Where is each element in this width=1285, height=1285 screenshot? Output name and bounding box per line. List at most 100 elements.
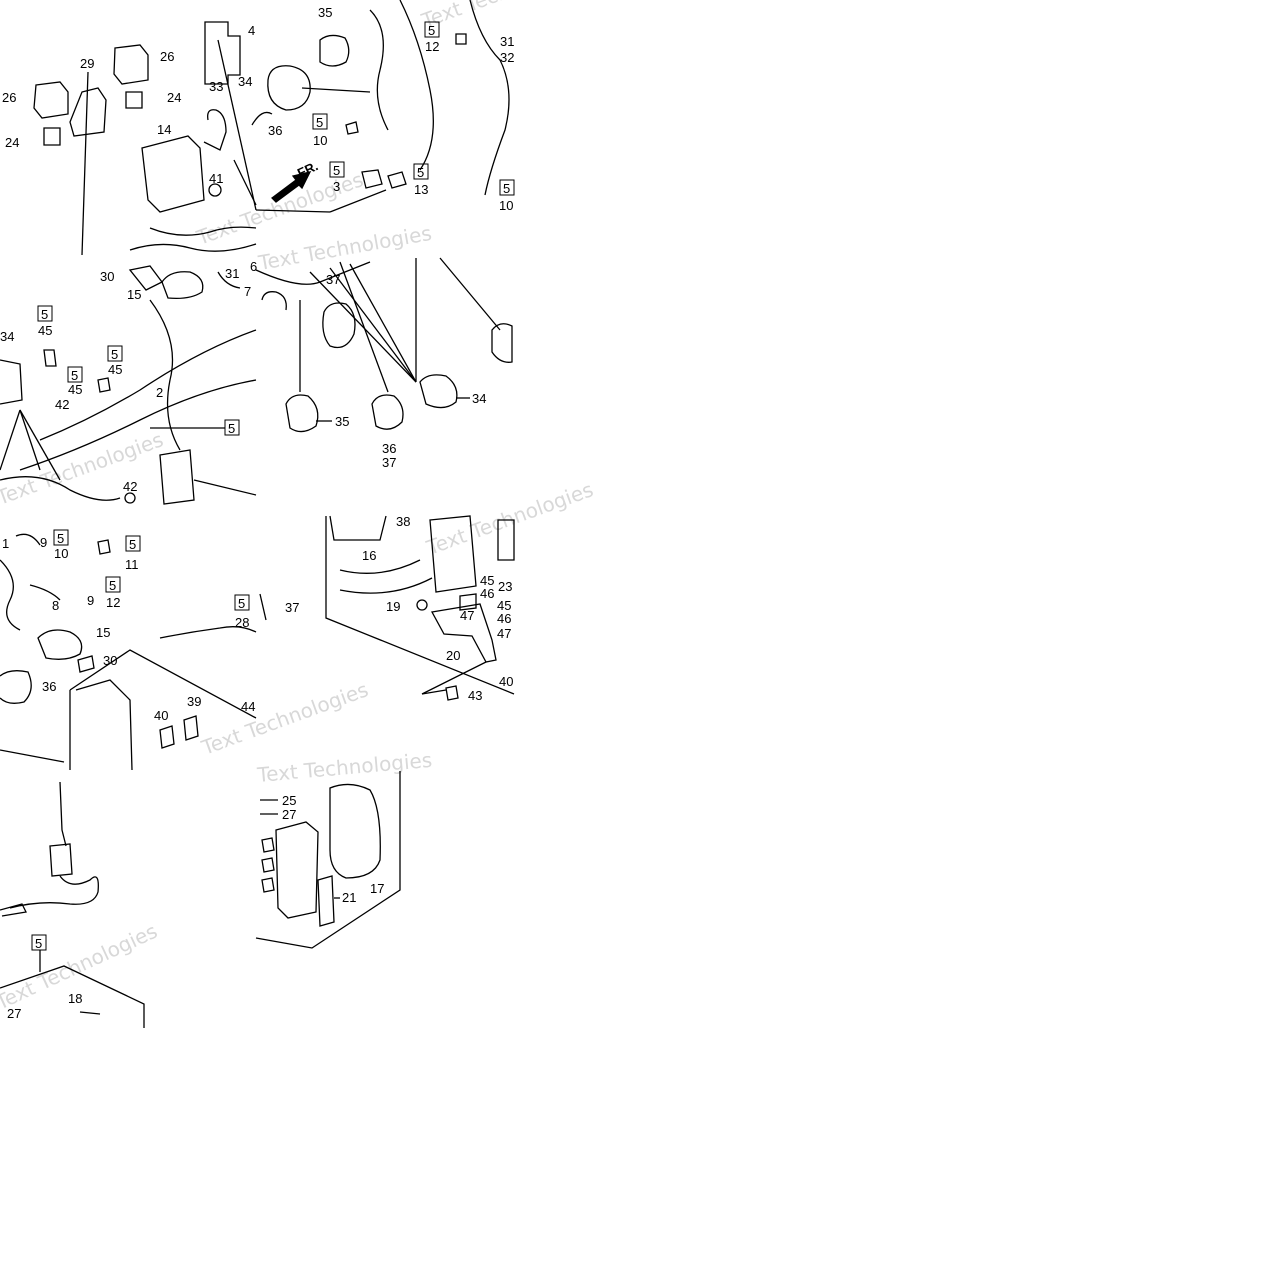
control-unit-group bbox=[259, 515, 515, 701]
harness-wire bbox=[469, 0, 510, 196]
part-label: 11 bbox=[125, 557, 139, 572]
part-label: 45 bbox=[38, 323, 52, 338]
part-label: 39 bbox=[187, 694, 201, 709]
part-label: 31 bbox=[225, 266, 239, 281]
part-label: 36 bbox=[268, 123, 282, 138]
relay-cover bbox=[275, 821, 319, 919]
bracket-part bbox=[69, 87, 107, 137]
boxed-marker: 5 bbox=[105, 576, 121, 593]
box-outline bbox=[75, 679, 133, 771]
clamp-part bbox=[491, 323, 513, 363]
part-label: 24 bbox=[5, 135, 19, 150]
connector-part bbox=[459, 593, 477, 611]
part-label: 10 bbox=[54, 546, 68, 561]
part-label: 4 bbox=[248, 23, 255, 38]
box-outline bbox=[325, 516, 515, 695]
harness-wire bbox=[339, 559, 421, 574]
harness-wire bbox=[369, 9, 389, 131]
part-label: 3 bbox=[333, 179, 340, 194]
svg-text:5: 5 bbox=[316, 115, 323, 130]
leader-line bbox=[19, 409, 41, 471]
part-label: 34 bbox=[472, 391, 486, 406]
part-label: 1 bbox=[2, 536, 9, 551]
clamp-part bbox=[285, 394, 319, 433]
connector-box-group bbox=[0, 533, 257, 771]
connector-part bbox=[183, 715, 199, 741]
part-label: 8 bbox=[52, 598, 59, 613]
part-label: 14 bbox=[157, 122, 171, 137]
boxed-marker: 5 bbox=[424, 21, 440, 38]
part-label: 21 bbox=[342, 890, 356, 905]
boxed-marker: 5 bbox=[31, 934, 47, 951]
harness-wire bbox=[19, 379, 257, 471]
part-label: 31 bbox=[500, 34, 514, 49]
boxed-markers: 5 5 5 5 5 5 5 5 5 5 5 5 5 5 bbox=[31, 21, 515, 951]
leader-line bbox=[329, 189, 387, 213]
part-label: 28 bbox=[235, 615, 249, 630]
part-label: 10 bbox=[499, 198, 513, 213]
part-label: 26 bbox=[2, 90, 16, 105]
nut-part bbox=[208, 183, 222, 197]
part-label: 35 bbox=[335, 414, 349, 429]
leader-line bbox=[421, 661, 487, 695]
clip-part bbox=[261, 291, 287, 311]
boxed-marker: 5 bbox=[224, 419, 240, 436]
part-label: 38 bbox=[396, 514, 410, 529]
part-label: 36 bbox=[382, 441, 396, 456]
fuse-part bbox=[261, 837, 275, 853]
connector-part bbox=[97, 377, 111, 393]
part-label: 47 bbox=[460, 608, 474, 623]
part-label: 37 bbox=[285, 600, 299, 615]
svg-text:5: 5 bbox=[417, 165, 424, 180]
bracket-part bbox=[0, 359, 23, 405]
relay-part bbox=[113, 44, 149, 85]
leader-line bbox=[421, 689, 447, 695]
fuse-strip bbox=[317, 875, 335, 927]
leader-line bbox=[233, 159, 257, 206]
connector-part bbox=[0, 903, 27, 917]
leader-line bbox=[255, 209, 331, 213]
box-outline bbox=[0, 965, 145, 1028]
part-label: 16 bbox=[362, 548, 376, 563]
harness-wire bbox=[159, 626, 257, 639]
relay-cover bbox=[329, 783, 381, 879]
part-label: 43 bbox=[468, 688, 482, 703]
boxed-marker: 5 bbox=[413, 163, 429, 180]
harness-front-group bbox=[255, 0, 510, 213]
harness-wire bbox=[149, 226, 257, 236]
part-label: 27 bbox=[7, 1006, 21, 1021]
front-arrow-icon bbox=[271, 171, 312, 203]
leader-line bbox=[217, 39, 257, 211]
part-label: 2 bbox=[156, 385, 163, 400]
connector-part bbox=[43, 349, 57, 367]
part-label: 15 bbox=[127, 287, 141, 302]
part-label: 30 bbox=[103, 653, 117, 668]
part-label: 9 bbox=[40, 535, 47, 550]
nut-part bbox=[416, 599, 428, 611]
leader-line bbox=[193, 479, 257, 496]
leader-line bbox=[309, 271, 417, 383]
boxed-marker: 5 bbox=[67, 366, 83, 383]
watermark-layer: Text Technologies Text Technologies Text… bbox=[0, 0, 596, 1015]
part-label: 18 bbox=[68, 991, 82, 1006]
clamp-part bbox=[371, 394, 404, 430]
part-label: 15 bbox=[96, 625, 110, 640]
clamp-part bbox=[419, 374, 458, 409]
module-box bbox=[159, 449, 195, 505]
leader-line bbox=[301, 87, 371, 93]
clamp-part bbox=[203, 109, 227, 151]
leader-line bbox=[259, 593, 267, 621]
part-label: 9 bbox=[87, 593, 94, 608]
boxed-marker: 5 bbox=[234, 594, 250, 611]
connector-part bbox=[387, 171, 407, 189]
part-label: 36 bbox=[42, 679, 56, 694]
harness-wire bbox=[339, 577, 433, 594]
part-label: 25 bbox=[282, 793, 296, 808]
part-label: 35 bbox=[318, 5, 332, 20]
svg-text:5: 5 bbox=[111, 347, 118, 362]
fuse-part bbox=[261, 857, 275, 873]
boxed-marker: 5 bbox=[329, 161, 345, 178]
clip-part bbox=[217, 271, 241, 289]
svg-text:5: 5 bbox=[57, 531, 64, 546]
